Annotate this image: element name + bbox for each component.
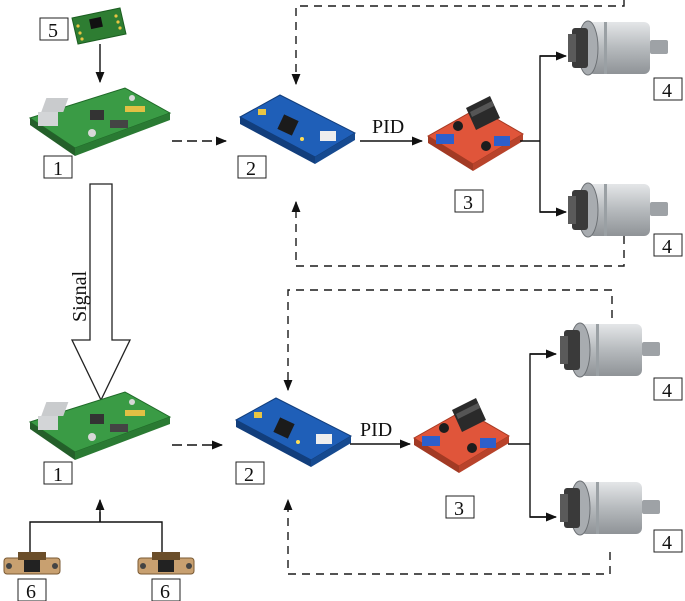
l298n-driver-icon bbox=[413, 397, 510, 474]
mcu-top-label: 2 bbox=[246, 158, 256, 180]
imu-label-box bbox=[39, 17, 69, 41]
pi-top-label-box bbox=[43, 155, 73, 179]
stm32-board-icon bbox=[239, 94, 356, 165]
driver-bottom-label: 3 bbox=[454, 498, 464, 520]
signal-hollow-arrow bbox=[70, 183, 132, 402]
pi-bottom-label-box bbox=[43, 461, 73, 485]
sensor-1-label-box bbox=[17, 578, 47, 601]
driver-top-label: 3 bbox=[463, 192, 473, 214]
dc-gear-motor-icon bbox=[559, 480, 661, 536]
ir-sensor-icon bbox=[137, 551, 195, 575]
feedback-top-upper-dashed bbox=[291, 0, 625, 86]
feedback-bottom-lower-dashed bbox=[283, 498, 611, 575]
driver-top-label-box bbox=[454, 189, 484, 213]
motor-4-label-box bbox=[653, 529, 683, 553]
dc-gear-motor-icon bbox=[567, 20, 669, 76]
raspberry-pi-board-icon bbox=[29, 391, 171, 461]
signal-label: Signal bbox=[69, 270, 91, 322]
raspberry-pi-board-icon bbox=[29, 87, 171, 157]
feedback-bottom-upper-dashed bbox=[283, 289, 613, 392]
motor-1-label: 4 bbox=[662, 80, 672, 102]
sensor-2-label-box bbox=[151, 578, 181, 601]
motor-2-label: 4 bbox=[662, 236, 672, 258]
dc-gear-motor-icon bbox=[567, 182, 669, 238]
pid-top-label: PID bbox=[372, 116, 404, 138]
driver-bottom-label-box bbox=[445, 495, 475, 519]
driver-bottom-branch-line bbox=[508, 353, 550, 518]
imu-module-icon bbox=[71, 7, 127, 45]
mcu-bottom-label-box bbox=[235, 461, 265, 485]
mcu-bottom-label: 2 bbox=[244, 464, 254, 486]
ir-sensor-icon bbox=[3, 551, 61, 575]
l298n-driver-icon bbox=[427, 95, 524, 172]
driver-top-branch-line bbox=[520, 55, 560, 213]
imu-label: 5 bbox=[48, 20, 58, 42]
sensor-tree-line bbox=[29, 512, 163, 552]
motor-2-label-box bbox=[653, 233, 683, 257]
pi-top-label: 1 bbox=[53, 158, 63, 180]
sensor-2-label: 6 bbox=[160, 581, 170, 601]
motor-3-label-box bbox=[653, 377, 683, 401]
motor-3-label: 4 bbox=[662, 380, 672, 402]
pid-bottom-label: PID bbox=[360, 419, 392, 441]
mcu-top-label-box bbox=[237, 155, 267, 179]
stm32-board-icon bbox=[235, 397, 352, 468]
dc-gear-motor-icon bbox=[559, 322, 661, 378]
sensor-1-label: 6 bbox=[26, 581, 36, 601]
feedback-top-lower-dashed bbox=[291, 200, 625, 267]
motor-1-label-box bbox=[653, 77, 683, 101]
pi-bottom-label: 1 bbox=[53, 464, 63, 486]
motor-4-label: 4 bbox=[662, 532, 672, 554]
